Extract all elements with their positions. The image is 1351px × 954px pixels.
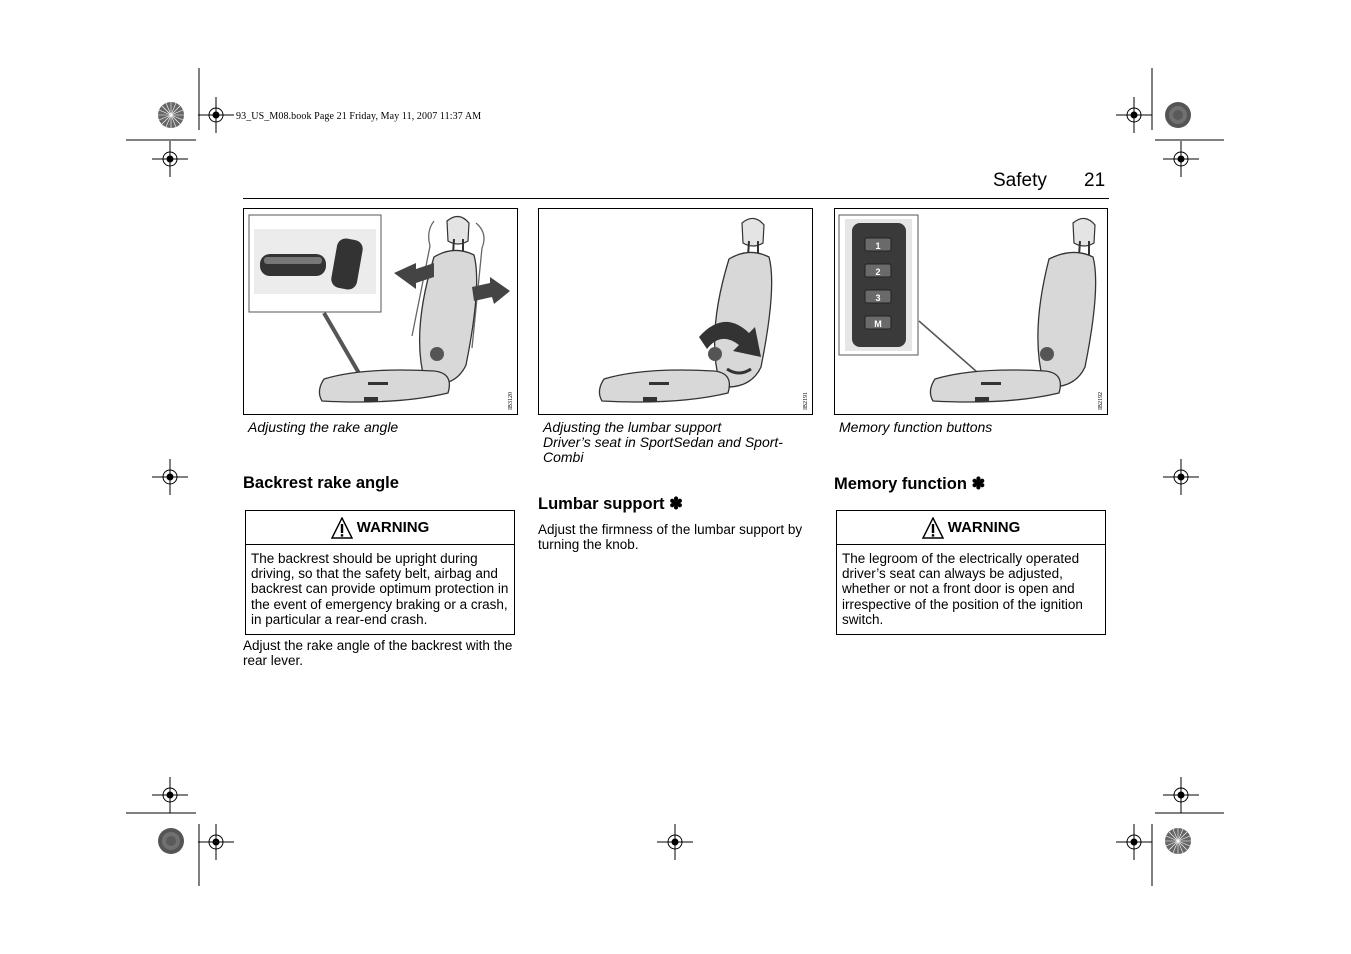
registration-mark [1116,824,1152,860]
warning-text: The backrest should be upright during dr… [251,551,509,627]
section-title: Safety [993,170,1047,191]
caption-line: Driver’s seat in SportSedan and Sport- [543,434,783,450]
warning-label: WARNING [947,519,1021,536]
caption-memory-buttons: Memory function buttons [839,419,993,435]
body-lumbar: Adjust the firmness of the lumbar suppor… [538,522,803,553]
page-number: 21 [1084,170,1106,191]
warning-text: The legroom of the electrically operated… [842,551,1083,627]
heading-lumbar-support: Lumbar support ✽ [538,495,683,513]
warning-label: WARNING [356,519,430,536]
halftone-disk [158,102,184,128]
figure-lumbar-support: IB2191 [538,208,813,415]
body-backrest: Adjust the rake angle of the backrest wi… [243,638,513,669]
warning-triangle-icon [330,516,353,539]
memory-button-1: 1 [875,241,881,251]
figure-memory-buttons: 1 2 3 M IB2192 [834,208,1108,415]
caption-rake-angle: Adjusting the rake angle [248,419,399,435]
caption-line: Combi [543,449,584,465]
heading-memory-function: Memory function ✽ [834,475,986,493]
registration-mark [657,824,693,860]
memory-button-3: 3 [875,293,881,303]
header-rule [243,198,1109,199]
caption-line: Adjusting the lumbar support [543,419,722,435]
halftone-disk [1165,828,1191,854]
heading-backrest-rake-angle: Backrest rake angle [243,474,399,492]
registration-mark [198,824,234,860]
caption-lumbar-support: Adjusting the lumbar support Driver’s se… [543,420,803,465]
warning-triangle-icon [921,516,944,539]
registration-mark [198,97,234,133]
warning-header: WARNING [837,511,1105,545]
seat-memory-illustration [838,214,1097,403]
warning-box-backrest: WARNING The backrest should be upright d… [245,510,515,635]
registration-mark [1163,141,1199,177]
warning-box-memory: WARNING The legroom of the electrically … [836,510,1106,635]
memory-button-2: 2 [875,267,881,277]
book-info: 93_US_M08.book Page 21 Friday, May 11, 2… [236,111,482,122]
halftone-disk [1165,102,1191,128]
registration-mark [1163,459,1199,495]
registration-mark [152,777,188,813]
registration-mark [152,459,188,495]
registration-mark [1116,97,1152,133]
seat-lumbar-illustration [598,217,773,403]
registration-mark [1163,777,1199,813]
registration-mark [152,141,188,177]
memory-button-m: M [874,319,882,329]
halftone-disk [158,828,184,854]
seat-rake-illustration [248,214,510,403]
warning-header: WARNING [246,511,514,545]
figure-rake-angle: IB3120 [243,208,518,415]
